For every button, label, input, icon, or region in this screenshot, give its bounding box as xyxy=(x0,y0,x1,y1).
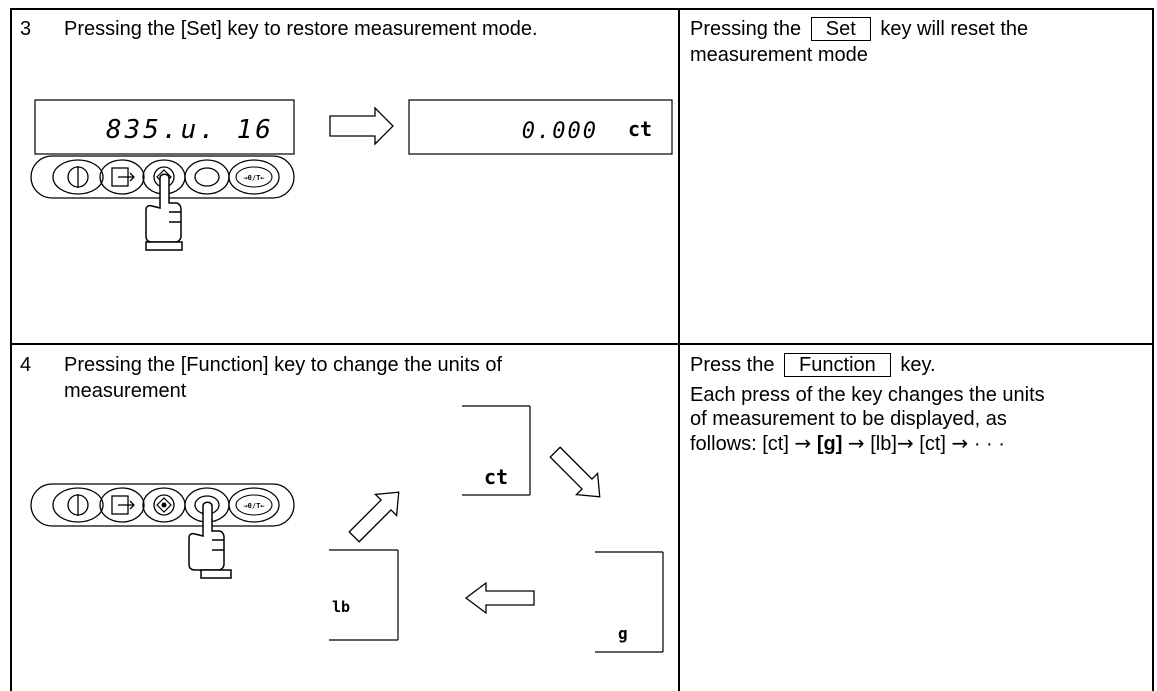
zero-tare-key[interactable]: →0/T← xyxy=(228,159,280,195)
set-icon xyxy=(153,494,175,516)
display-ct: ct xyxy=(462,405,531,496)
step4-note-suffix: key. xyxy=(900,354,936,376)
function-icon xyxy=(194,167,220,187)
zero-tare-key[interactable]: →0/T← xyxy=(228,487,280,523)
set-key[interactable] xyxy=(142,487,186,523)
seq-arrow-3: → xyxy=(896,431,914,455)
display-after-value: 0.000 xyxy=(522,119,598,144)
table-border-column xyxy=(678,8,680,691)
arrow-down-right-icon xyxy=(549,446,601,498)
arrow-left-icon xyxy=(464,581,535,615)
display-after-unit: ct xyxy=(628,117,652,141)
power-key[interactable] xyxy=(52,159,104,195)
function-key-label: Function xyxy=(784,353,891,377)
table-border-left xyxy=(10,8,12,691)
output-icon xyxy=(111,495,135,515)
zero-tare-key-label: →0/T← xyxy=(243,174,264,182)
step3-number: 3 xyxy=(20,18,32,40)
step3-note-suffix: key will reset the xyxy=(880,18,1029,40)
step4-diagram: →0/T← ct g lb xyxy=(30,405,664,653)
display-before xyxy=(34,99,295,155)
step4-note-prefix: Press the xyxy=(690,354,775,376)
display-g-unit: g xyxy=(618,624,628,643)
seq-arrow-2: → xyxy=(847,431,865,455)
arrow-right-icon xyxy=(329,106,394,146)
function-key[interactable] xyxy=(184,159,230,195)
step3-note-prefix: Pressing the xyxy=(690,18,802,40)
step4-desc-line3: follows: [ct] → [g] → [lb]→ [ct] → · · · xyxy=(690,431,1005,457)
display-before-value: 835.u. 16 xyxy=(106,115,274,145)
seq-arrow-4: → xyxy=(951,431,969,455)
display-lb-unit: lb xyxy=(332,598,350,616)
seq-lb: [lb] xyxy=(870,433,897,455)
seq-ct: [ct] xyxy=(919,433,946,455)
table-border-top xyxy=(10,8,1154,10)
seq-start: follows: [ct] xyxy=(690,433,789,455)
display-ct-unit: ct xyxy=(484,465,508,489)
step4-note: Press the Function key. xyxy=(690,353,936,378)
step4-heading-line2: measurement xyxy=(64,380,187,402)
display-after xyxy=(408,99,673,155)
zero-tare-key-label: →0/T← xyxy=(243,502,264,510)
step4-heading-line1: Pressing the [Function] key to change th… xyxy=(64,354,503,376)
output-icon xyxy=(111,167,135,187)
step3-diagram: 835.u. 16 xyxy=(30,99,673,251)
seq-arrow-1: → xyxy=(794,431,812,455)
pointing-hand-icon xyxy=(188,501,232,579)
power-icon xyxy=(67,494,89,516)
pointing-hand-icon xyxy=(145,173,183,251)
step3-note-line1: Pressing the Set key will reset the xyxy=(690,17,1028,42)
step4-number: 4 xyxy=(20,354,32,376)
display-lb: lb xyxy=(329,549,399,641)
table-border-middle xyxy=(10,343,1154,345)
keypad-step4: →0/T← xyxy=(30,483,295,527)
power-icon xyxy=(67,166,89,188)
step3-note-line2: measurement mode xyxy=(690,44,868,66)
print-key[interactable] xyxy=(99,159,145,195)
arrow-up-right-icon xyxy=(348,491,400,543)
power-key[interactable] xyxy=(52,487,104,523)
step4-desc-line2: of measurement to be displayed, as xyxy=(690,408,1007,430)
table-border-right xyxy=(1152,8,1154,691)
set-key-label: Set xyxy=(810,17,871,41)
print-key[interactable] xyxy=(99,487,145,523)
seq-ellipsis: · · · xyxy=(973,433,1005,455)
step3-heading: Pressing the [Set] key to restore measur… xyxy=(64,18,538,40)
step4-desc-line1: Each press of the key changes the units xyxy=(690,384,1045,406)
seq-g: [g] xyxy=(816,433,843,455)
display-g: g xyxy=(595,551,664,653)
